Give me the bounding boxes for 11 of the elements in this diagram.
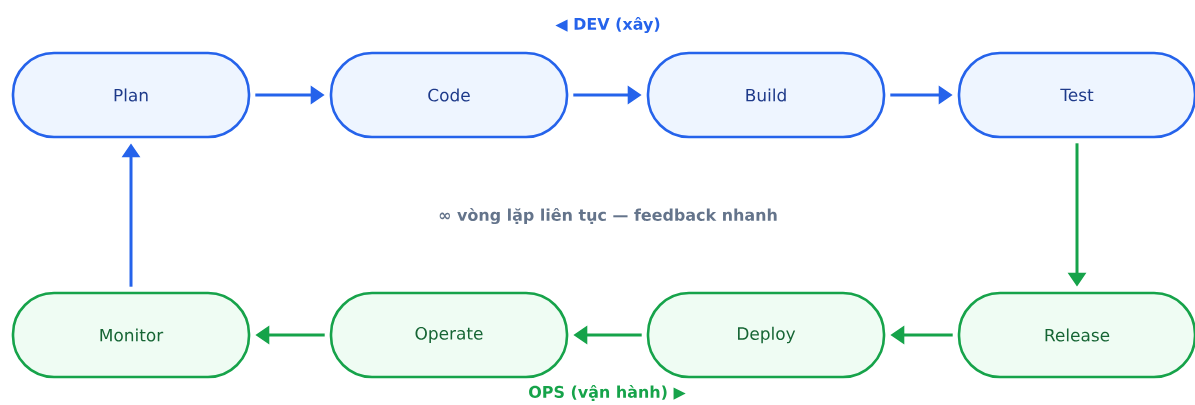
process-pill: Build — [646, 51, 886, 139]
process-pill: Monitor — [11, 291, 251, 379]
process-pill: Code — [329, 51, 569, 139]
process-pill: Test — [957, 51, 1195, 139]
process-pill: Plan — [11, 51, 251, 139]
section-label: OPS (vận hành) ▶ — [529, 384, 686, 402]
section-label: ∞ vòng lặp liên tục — feedback nhanh — [439, 207, 777, 225]
process-pill: Release — [957, 291, 1195, 379]
process-pill: Deploy — [646, 291, 886, 379]
section-label: ◀ DEV (xây) — [555, 16, 660, 34]
process-pill: Operate — [329, 291, 569, 379]
